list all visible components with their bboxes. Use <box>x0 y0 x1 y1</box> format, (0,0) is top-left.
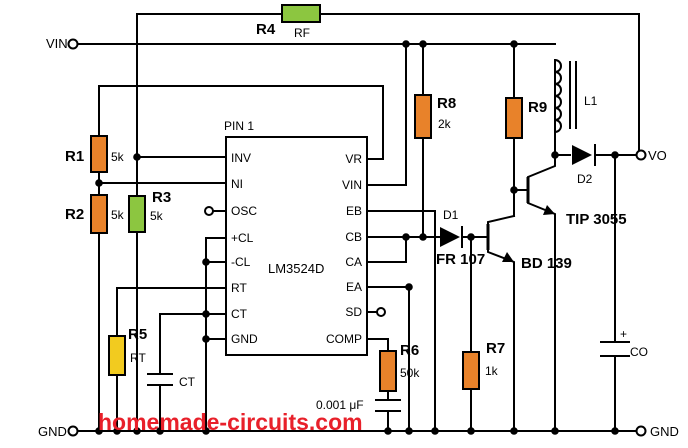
gnd-left-label: GND <box>38 424 67 439</box>
transistor-bd139 <box>486 224 514 262</box>
resistor-r3 <box>128 195 146 233</box>
l1-ref: L1 <box>584 94 598 108</box>
resistor-r5 <box>108 335 126 376</box>
resistor-r4 <box>281 4 321 23</box>
capacitor-ct <box>147 373 173 386</box>
r3-ref: R3 <box>152 189 171 206</box>
resistor-r7 <box>462 351 480 390</box>
pin-rt-label: RT <box>231 281 247 295</box>
inductor-l1 <box>553 58 577 156</box>
resistor-r1 <box>90 135 108 173</box>
tip3055-part: TIP 3055 <box>566 211 627 228</box>
r5-value: RT <box>130 351 146 365</box>
r2-value: 5k <box>111 208 125 222</box>
junction-dots <box>95 40 619 435</box>
pin-minus-cl-label: -CL <box>231 255 251 269</box>
vo-terminal <box>635 149 647 161</box>
pin-sd-label: SD <box>345 305 362 319</box>
r2-ref: R2 <box>65 206 84 223</box>
gnd-right-terminal <box>635 425 647 437</box>
pin-cb-label: CB <box>345 230 362 244</box>
pin-ca-label: CA <box>345 255 362 269</box>
d1-part: FR 107 <box>436 251 485 268</box>
pin-gnd-label: GND <box>231 332 258 346</box>
wiring <box>77 13 640 432</box>
osc-pin-terminal <box>204 206 214 216</box>
pin-ea-label: EA <box>346 280 362 294</box>
r9-ref: R9 <box>528 99 547 116</box>
ic-lm3524d: PIN 1 LM3524D INV NI OSC +CL -CL RT CT G… <box>224 119 368 356</box>
r8-value: 2k <box>438 117 452 131</box>
r6-value: 50k <box>400 366 420 380</box>
resistor-r9 <box>505 97 523 139</box>
r6-ref: R6 <box>400 342 419 359</box>
bd139-part: BD 139 <box>521 255 572 272</box>
resistor-r2 <box>90 194 108 234</box>
d2-ref: D2 <box>577 172 593 186</box>
pin-comp-label: COMP <box>326 332 362 346</box>
pin-osc-label: OSC <box>231 204 257 218</box>
co-value: CO <box>630 345 648 359</box>
d1-ref: D1 <box>443 208 459 222</box>
pin-vr-label: VR <box>345 152 362 166</box>
gnd-left-terminal <box>67 425 79 437</box>
transistor-tip3055 <box>526 177 555 215</box>
diode-d1 <box>440 226 463 248</box>
watermark: homemade-circuits.com <box>98 409 363 435</box>
c6-value: 0.001 μF <box>316 398 364 412</box>
vo-label: VO <box>648 148 667 163</box>
r7-ref: R7 <box>486 340 505 357</box>
pin-plus-cl-label: +CL <box>231 231 254 245</box>
resistor-r6 <box>379 350 397 392</box>
pin-ct-label: CT <box>231 307 248 321</box>
co-polarity: + <box>620 327 627 341</box>
r7-value: 1k <box>485 364 499 378</box>
sd-pin-terminal <box>376 307 386 317</box>
ic-pin1-label: PIN 1 <box>224 119 254 133</box>
pin-vin-label: VIN <box>342 178 362 192</box>
ic-part-name: LM3524D <box>268 261 324 276</box>
vin-terminal <box>67 38 79 50</box>
pin-eb-label: EB <box>346 204 362 218</box>
pin-inv-label: INV <box>231 151 251 165</box>
r5-ref: R5 <box>128 326 147 343</box>
vin-label: VIN <box>46 36 68 51</box>
r1-ref: R1 <box>65 148 84 165</box>
capacitor-co <box>600 341 630 357</box>
r3-value: 5k <box>150 209 164 223</box>
gnd-right-label: GND <box>650 424 679 439</box>
pin-ni-label: NI <box>231 177 243 191</box>
r4-value: RF <box>294 26 310 40</box>
r8-ref: R8 <box>437 95 456 112</box>
r1-value: 5k <box>111 150 125 164</box>
r4-ref: R4 <box>256 21 276 38</box>
ct-value: CT <box>179 375 196 389</box>
resistor-r8 <box>414 94 432 139</box>
diode-d2 <box>572 144 596 166</box>
capacitor-c6 <box>375 399 401 412</box>
